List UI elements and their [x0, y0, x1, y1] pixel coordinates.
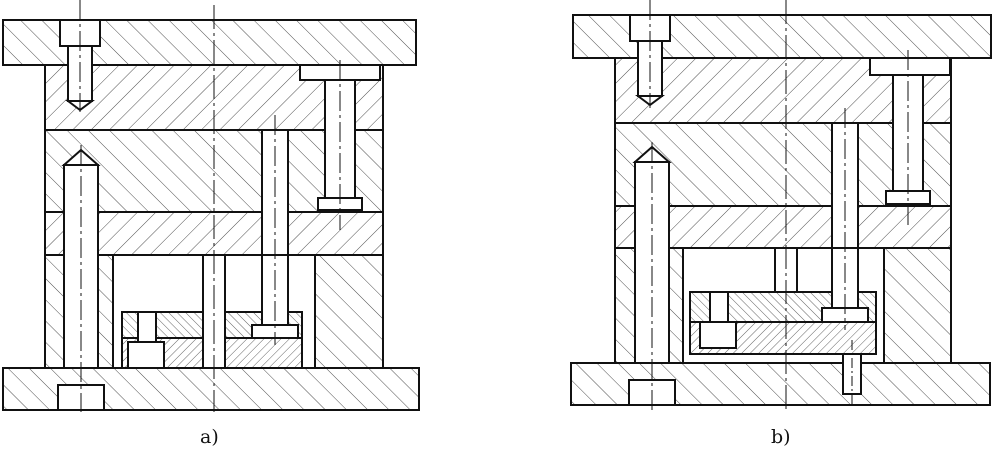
caption-a: a) [200, 426, 219, 448]
mold-view-a [2, 0, 420, 412]
caption-b: b) [771, 426, 791, 448]
ejector-screw-a [137, 311, 157, 343]
ejector-screw-b [709, 291, 729, 323]
mold-view-b [570, 0, 992, 412]
right-spacer-a [314, 254, 384, 369]
support-plate-b [614, 205, 952, 249]
right-spacer-b [883, 247, 952, 364]
